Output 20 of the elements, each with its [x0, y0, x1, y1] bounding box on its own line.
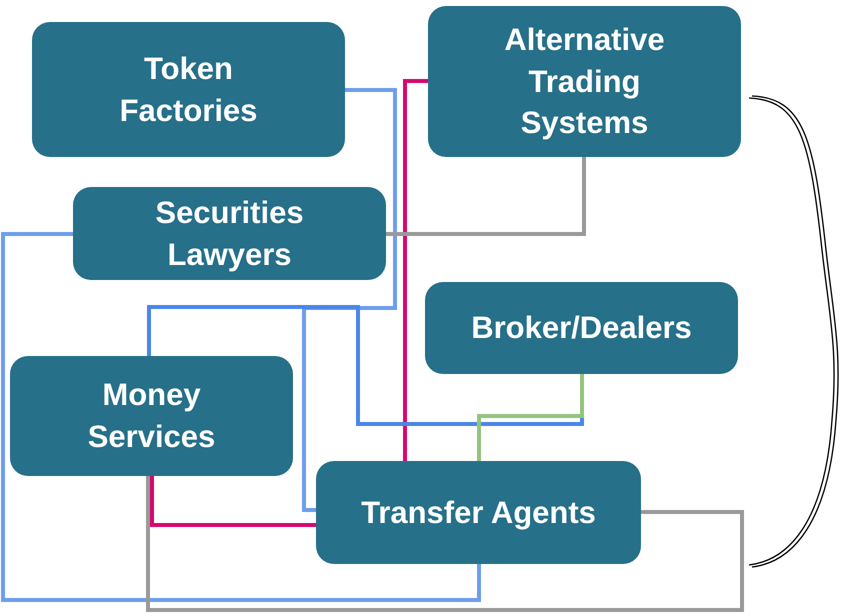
role-box [428, 6, 741, 157]
role-box [73, 187, 386, 280]
role-label: Broker/Dealers [471, 309, 692, 348]
connector-line [146, 476, 744, 612]
connector-line [302, 88, 397, 512]
connector-line [477, 374, 584, 461]
connector-line [403, 79, 428, 461]
connector-line [1, 232, 481, 602]
connector-line [147, 305, 584, 426]
role-box [32, 22, 345, 157]
connector-line [150, 476, 316, 527]
role-label: Alternative Trading Systems [503, 20, 666, 142]
role-label: Transfer Agents [361, 494, 596, 532]
connector-line [386, 157, 586, 236]
role-box [425, 282, 738, 374]
role-label: Money Services [86, 376, 216, 456]
role-box [10, 356, 293, 476]
role-box [316, 461, 641, 564]
role-label: Securities Lawyers [154, 194, 305, 274]
role-label: Token Factories [118, 50, 258, 130]
